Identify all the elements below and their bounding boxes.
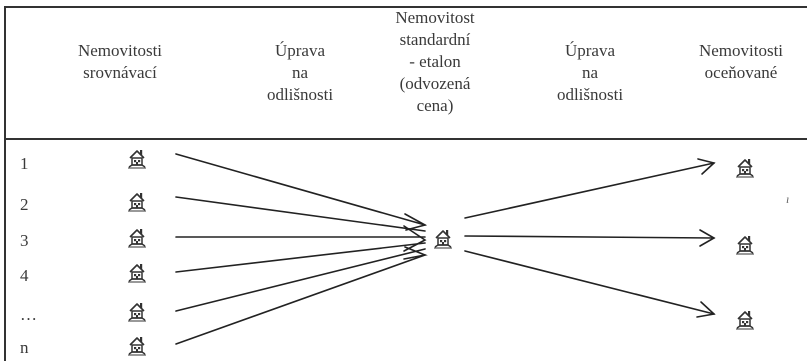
header-valued: Nemovitosti oceňované <box>677 40 805 84</box>
header-line: Úprava <box>564 41 616 60</box>
row-label: 2 <box>20 195 29 214</box>
table-top-border <box>4 6 807 8</box>
header-adjustment-left: Úprava na odlišnosti <box>250 40 350 106</box>
house-icon <box>127 228 147 248</box>
arrowhead <box>404 213 428 231</box>
house-icon <box>735 158 755 178</box>
header-line: oceňované <box>704 63 778 82</box>
row-label: 4 <box>20 266 29 285</box>
header-divider <box>4 138 807 140</box>
header-line: Nemovitosti <box>698 41 784 60</box>
arrow-line <box>175 242 426 273</box>
header-line: na <box>291 63 309 82</box>
header-adjustment-right: Úprava na odlišnosti <box>540 40 640 106</box>
stray-mark: ı <box>786 192 790 206</box>
header-line: Nemovitosti <box>77 41 163 60</box>
arrowhead <box>699 229 716 247</box>
header-line: na <box>581 63 599 82</box>
header-line: cena) <box>416 96 454 115</box>
house-icon <box>433 229 453 249</box>
header-line: standardní <box>399 30 471 49</box>
house-icon <box>735 310 755 330</box>
house-icon <box>127 336 147 356</box>
header-line: odlišnosti <box>266 85 334 104</box>
table-left-border <box>4 6 6 361</box>
header-line: Úprava <box>274 41 326 60</box>
header-line: (odvozená <box>399 74 471 93</box>
arrow-line <box>175 153 426 226</box>
header-comparable: Nemovitosti srovnávací <box>50 40 190 84</box>
arrowhead <box>697 158 716 175</box>
arrowhead <box>403 246 428 260</box>
row-label: … <box>20 305 37 324</box>
arrow-line <box>464 235 715 239</box>
house-icon <box>127 302 147 322</box>
header-standard: Nemovitost standardní - etalon (odvozená… <box>375 7 495 117</box>
house-icon <box>127 192 147 212</box>
row-label: 1 <box>20 154 29 173</box>
arrow-line <box>175 248 426 312</box>
house-icon <box>127 263 147 283</box>
arrow-line <box>464 250 715 315</box>
header-line: - etalon <box>409 52 461 71</box>
house-icon <box>127 149 147 169</box>
header-line: odlišnosti <box>556 85 624 104</box>
header-line: Nemovitost <box>395 8 475 27</box>
row-label: 3 <box>20 231 29 250</box>
arrow-line <box>175 196 426 232</box>
arrowhead <box>696 301 716 318</box>
arrow-line <box>464 162 715 219</box>
header-line: srovnávací <box>83 63 157 82</box>
arrowhead <box>403 225 427 252</box>
arrow-line <box>175 254 426 345</box>
row-label: n <box>20 338 29 357</box>
house-icon <box>735 235 755 255</box>
